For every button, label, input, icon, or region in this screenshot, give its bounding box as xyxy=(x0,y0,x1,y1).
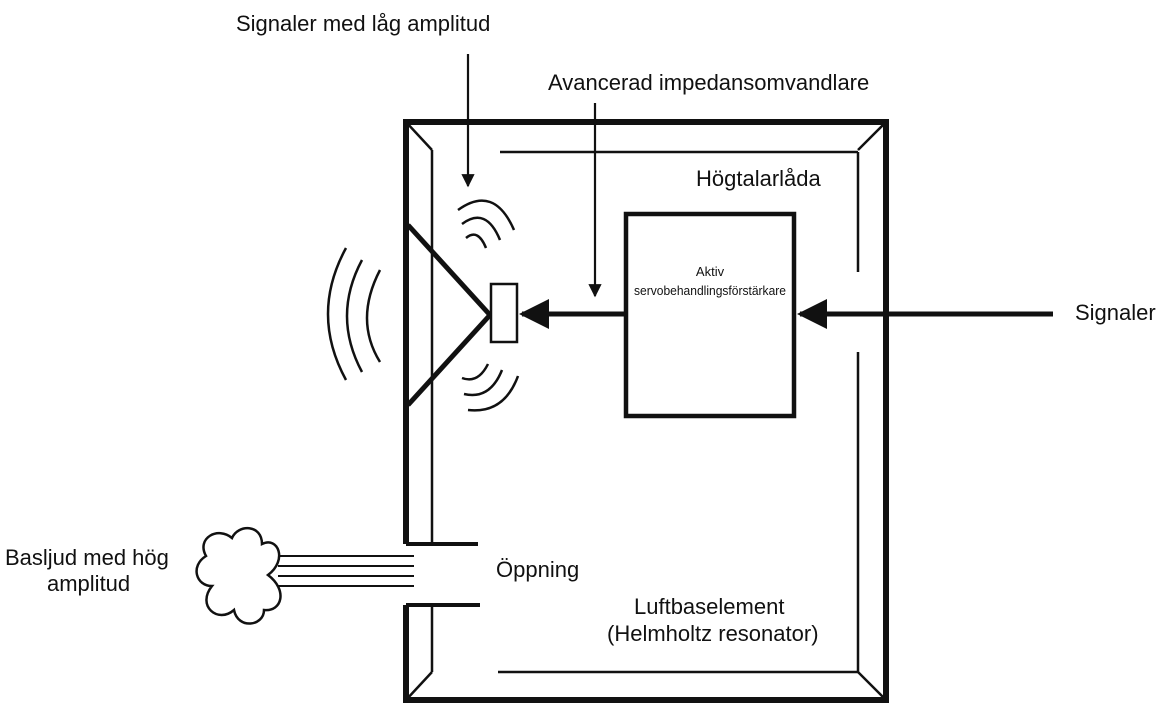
port-tube xyxy=(406,542,480,607)
label-air-bass-line2: (Helmholtz resonator) xyxy=(607,621,819,646)
label-bass-line2: amplitud xyxy=(47,571,130,596)
sound-waves-left xyxy=(326,247,382,381)
label-signals: Signaler xyxy=(1075,300,1156,325)
speaker-box-outer-wall xyxy=(403,119,889,703)
label-signals-low-amplitude: Signaler med låg amplitud xyxy=(236,11,490,36)
speaker-cone xyxy=(406,223,492,407)
label-speaker-box: Högtalarlåda xyxy=(696,166,822,191)
label-air-bass-line1: Luftbaselement xyxy=(634,594,784,619)
label-opening: Öppning xyxy=(496,557,579,582)
label-amplifier-line2: servobehandlingsförstärkare xyxy=(634,283,786,298)
bass-sound-cloud xyxy=(195,527,282,625)
label-advanced-impedance-converter: Avancerad impedansomvandlare xyxy=(548,70,869,95)
amplifier-box xyxy=(623,211,797,419)
label-bass-line1: Basljud med hög xyxy=(5,545,169,570)
label-amplifier-line1: Aktiv xyxy=(696,264,725,279)
impedance-converter-block xyxy=(489,282,519,344)
speaker-box-bevel xyxy=(405,121,887,701)
sound-waves-upper xyxy=(457,199,516,249)
air-flow-lines xyxy=(278,555,414,587)
sound-waves-lower xyxy=(461,363,520,412)
